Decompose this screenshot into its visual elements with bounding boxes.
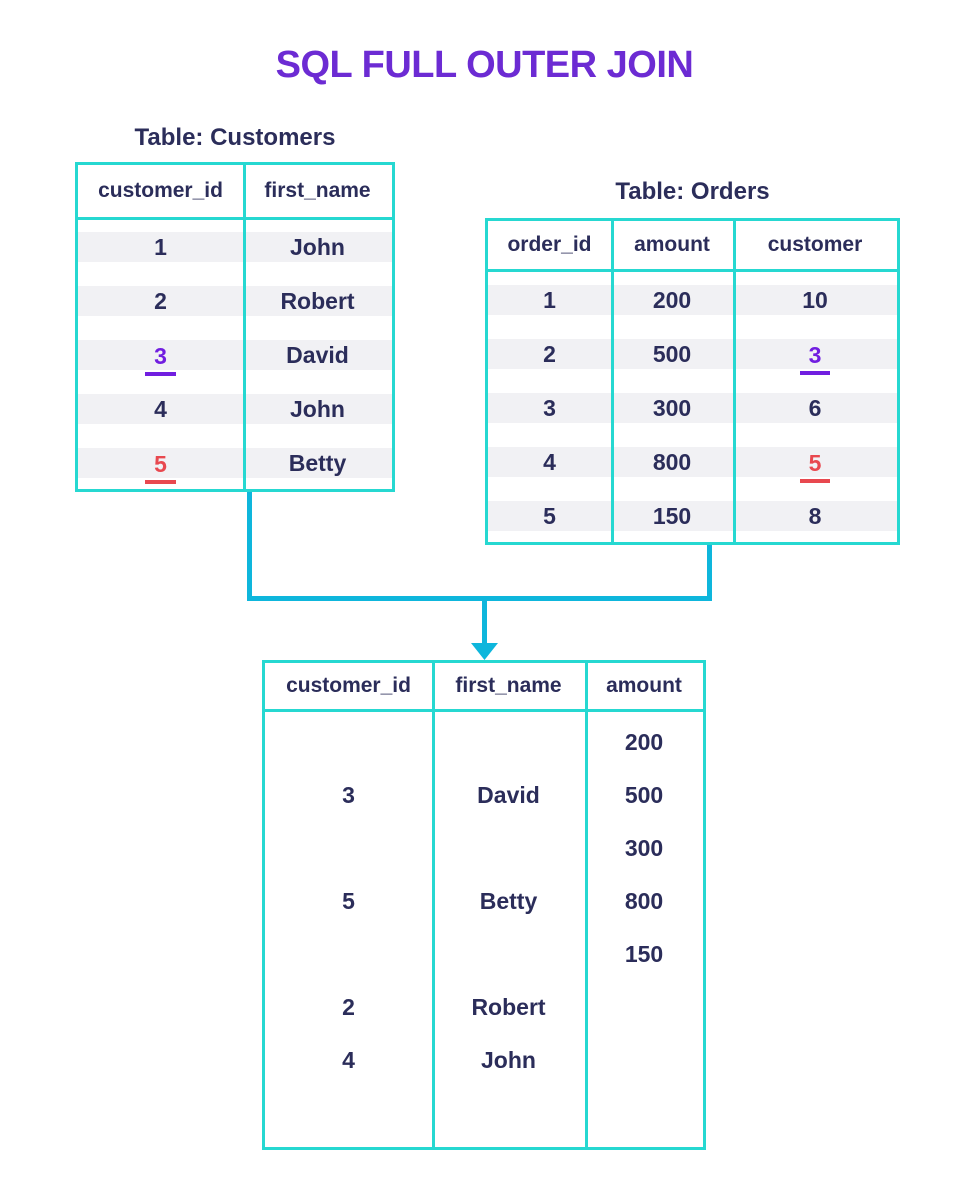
- result-table-body: 200 3 David 500 300 5 Betty 800 150: [265, 712, 703, 1087]
- column-header: customer_id: [98, 179, 223, 202]
- customers-table-label: Table: Customers: [134, 124, 336, 151]
- cell-first-name: Betty: [479, 888, 538, 914]
- cell-amount: 500: [624, 782, 664, 808]
- cell-order-id: 2: [543, 340, 556, 367]
- cell-first-name: John: [481, 1047, 536, 1073]
- cell-customer: 10: [802, 286, 828, 313]
- cell-order-id: 4: [543, 448, 556, 475]
- cell-amount: 800: [652, 448, 692, 475]
- orders-table-header: order_id amount customer: [488, 221, 897, 272]
- table-row: 200: [265, 716, 703, 769]
- table-row: 300: [265, 822, 703, 875]
- table-row: 1 200 10: [488, 285, 897, 315]
- column-header: amount: [606, 674, 682, 697]
- cell-customer: 3: [733, 339, 897, 375]
- cell-customer-id: 2: [154, 287, 167, 314]
- matched-key-highlight: 5: [799, 451, 831, 483]
- cell-customer-id: 2: [342, 994, 355, 1020]
- cell-customer-id: 3: [78, 340, 243, 376]
- cell-amount: 300: [652, 394, 692, 421]
- column-divider: [733, 221, 736, 542]
- orders-table-label: Table: Orders: [615, 178, 770, 205]
- column-divider: [243, 165, 246, 489]
- column-header: customer: [767, 233, 863, 256]
- cell-customer: 6: [808, 394, 822, 421]
- table-row: 2 Robert: [78, 286, 392, 316]
- table-row: 3 David 500: [265, 769, 703, 822]
- cell-first-name: John: [290, 233, 345, 260]
- customers-table-header: customer_id first_name: [78, 165, 392, 220]
- cell-customer-id: 4: [342, 1047, 355, 1073]
- table-row: 150: [265, 928, 703, 981]
- cell-first-name: Robert: [280, 287, 355, 314]
- column-divider: [432, 663, 435, 1147]
- result-table: customer_id first_name amount 200 3 Davi…: [262, 660, 706, 1150]
- orders-table-body: 1 200 10 2 500 3 3 300 6 4 800 5 5 150: [488, 272, 897, 531]
- cell-customer-id: 3: [342, 782, 355, 808]
- cell-order-id: 1: [543, 286, 556, 313]
- customers-table-body: 1 John 2 Robert 3 David 4 John 5 Betty: [78, 220, 392, 484]
- cell-customer-id: 5: [342, 888, 355, 914]
- column-header: order_id: [507, 233, 592, 256]
- table-row: 5 Betty 800: [265, 875, 703, 928]
- cell-amount: 800: [624, 888, 664, 914]
- cell-order-id: 5: [543, 502, 556, 529]
- orders-table: order_id amount customer 1 200 10 2 500 …: [485, 218, 900, 545]
- cell-order-id: 3: [543, 394, 556, 421]
- table-row: 4 800 5: [488, 447, 897, 483]
- column-header: amount: [634, 233, 710, 256]
- result-table-header: customer_id first_name amount: [265, 663, 703, 712]
- table-row: 5 150 8: [488, 501, 897, 531]
- column-divider: [611, 221, 614, 542]
- cell-amount: 200: [652, 286, 692, 313]
- matched-key-highlight: 3: [145, 344, 176, 376]
- cell-first-name: David: [286, 341, 349, 368]
- table-row: 2 500 3: [488, 339, 897, 375]
- cell-customer-id: 1: [154, 233, 167, 260]
- column-header: first_name: [264, 179, 371, 202]
- arrow-down-icon: [471, 643, 498, 660]
- table-row: 4 John: [78, 394, 392, 424]
- cell-first-name: John: [290, 395, 345, 422]
- cell-amount: 200: [624, 729, 664, 755]
- table-row: 1 John: [78, 232, 392, 262]
- cell-amount: 300: [624, 835, 664, 861]
- table-row: 5 Betty: [78, 448, 392, 484]
- cell-first-name: Betty: [288, 449, 347, 476]
- cell-amount: 150: [652, 502, 692, 529]
- cell-customer: 8: [808, 502, 822, 529]
- column-header: customer_id: [286, 674, 411, 697]
- cell-customer-id: 4: [154, 395, 167, 422]
- cell-customer-id: 5: [78, 448, 243, 484]
- table-row: 4 John: [265, 1034, 703, 1087]
- cell-amount: 500: [652, 340, 692, 367]
- cell-customer: 5: [733, 447, 897, 483]
- table-row: 2 Robert: [265, 981, 703, 1034]
- column-divider: [585, 663, 588, 1147]
- matched-key-highlight: 3: [799, 343, 831, 375]
- cell-first-name: Robert: [471, 994, 546, 1020]
- customers-table: customer_id first_name 1 John 2 Robert 3…: [75, 162, 395, 492]
- column-header: first_name: [455, 674, 562, 697]
- table-row: 3 David: [78, 340, 392, 376]
- matched-key-highlight: 5: [145, 452, 176, 484]
- cell-first-name: David: [477, 782, 540, 808]
- table-row: 3 300 6: [488, 393, 897, 423]
- page-title: SQL FULL OUTER JOIN: [275, 44, 694, 86]
- cell-amount: 150: [624, 941, 664, 967]
